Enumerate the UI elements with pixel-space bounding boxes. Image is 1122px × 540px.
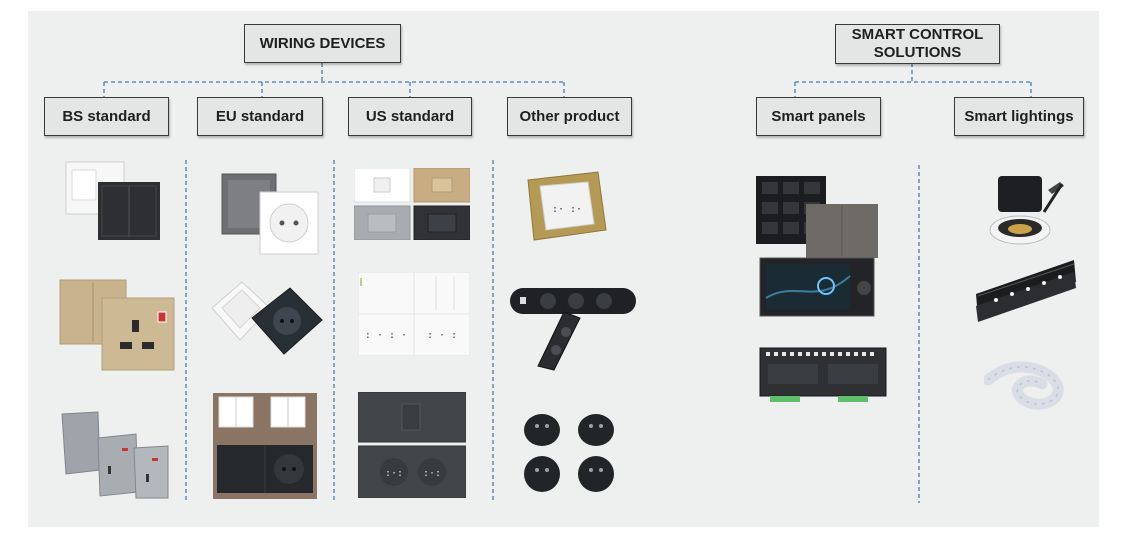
- track-socket-image: [510, 288, 636, 371]
- category-us-standard: US standard: [348, 97, 472, 136]
- category-bs-standard: BS standard: [44, 97, 169, 136]
- smart-control-title: SMART CONTROL SOLUTIONS: [835, 24, 1000, 64]
- bs-socket-gold-image: [59, 279, 175, 371]
- smart-controller-module-image: [759, 347, 887, 402]
- led-strip-image: [984, 361, 1064, 410]
- us-switch-grid-image: [354, 168, 470, 240]
- wiring-devices-title: WIRING DEVICES: [244, 24, 401, 63]
- eu-socket-white-image: [221, 173, 319, 255]
- us-socket-white-image: : · : · : · :: [358, 272, 470, 356]
- bs-socket-grey-image: [61, 411, 169, 499]
- category-smart-lightings: Smart lightings: [954, 97, 1084, 136]
- smart-panel-keypads-image: [756, 176, 878, 317]
- downlight-image: [989, 176, 1064, 245]
- track-light-image: [976, 260, 1076, 322]
- svg-text:: · : ·: : · : ·: [365, 330, 407, 341]
- pop-up-sockets-image: [524, 414, 614, 492]
- category-smart-panels: Smart panels: [756, 97, 881, 136]
- svg-text::·:: :·:: [385, 468, 403, 479]
- category-eu-standard: EU standard: [197, 97, 323, 136]
- svg-text::· :·: :· :·: [552, 204, 582, 215]
- us-socket-dark-image: :·: :·:: [358, 392, 466, 498]
- svg-text::·:: :·:: [423, 468, 441, 479]
- eu-switch-dark-image: [211, 281, 323, 355]
- category-other-product: Other product: [507, 97, 632, 136]
- eu-wallset-image: [213, 393, 317, 499]
- bs-switch-dark-image: [65, 161, 160, 240]
- floor-socket-image: :· :·: [527, 171, 607, 241]
- svg-text:: · :: : · :: [427, 330, 457, 341]
